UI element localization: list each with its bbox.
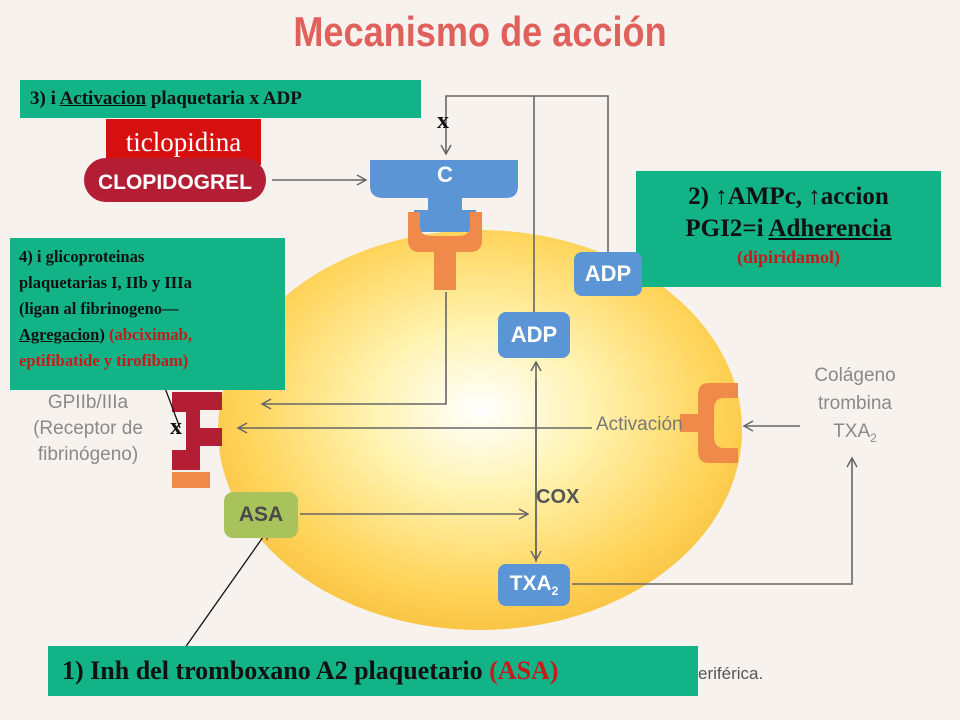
gp-receptor-label: GPIIb/IIIa (Receptor de fibrinógeno) [18, 390, 158, 468]
adp-outer-pill: ADP [574, 252, 642, 296]
arrow-adp-loop [440, 95, 609, 252]
receptor-c-shape [370, 160, 518, 222]
txa2-pill-main: TXA [509, 572, 552, 595]
txa2-pill-sub: 2 [551, 584, 559, 599]
box4-line4: Agregacion) (abciximab, [19, 322, 285, 348]
gp-label-line1: GPIIb/IIIa [47, 392, 129, 413]
gp-label-line3: fibrinógeno) [37, 444, 139, 465]
box4-line2: plaquetarias I, IIb y IIIa [19, 273, 192, 292]
page-title: Mecanismo de acción [293, 8, 667, 55]
block-mark-gp: x [170, 414, 182, 440]
annotation-box-4: 4) i glicoproteinas plaquetarias I, IIb … [10, 238, 285, 390]
ticlopidina-label: ticlopidina [106, 119, 261, 165]
arrow-box1-to-asa [181, 528, 269, 653]
receptor-gp-stub [172, 472, 210, 488]
arrow-txa2-loop [572, 456, 858, 585]
activacion-label: Activación [596, 414, 683, 435]
txa2-pill: TXA2 [498, 564, 570, 606]
agonist-trombina: trombina [818, 393, 892, 414]
box1-prefix: 1) Inh del tromboxano A2 plaquetario [62, 656, 490, 685]
agonist-colageno: Colágeno [814, 365, 896, 386]
box2-line2: PGI2=i Adherencia [636, 215, 941, 243]
platelet-cell [218, 230, 742, 630]
box2-drug: (dipiridamol) [736, 247, 840, 267]
block-mark-top: x [437, 108, 449, 134]
box3-suffix: plaquetaria x ADP [146, 88, 302, 109]
cox-label: COX [536, 486, 580, 508]
box4-drug-b: eptifibatide y tirofibam) [19, 351, 189, 370]
box1-drug: (ASA) [489, 656, 559, 685]
box4-line1: 4) i glicoproteinas [19, 247, 145, 266]
receptor-orange-right [680, 383, 738, 463]
box3-prefix: 3) i [30, 88, 60, 109]
box4-line3: (ligan al fibrinogeno— [19, 299, 179, 318]
box2-line2-prefix: PGI2=i [685, 215, 769, 242]
annotation-box-3: 3) i Activacion plaquetaria x ADP [20, 80, 421, 118]
adp-inner-pill: ADP [498, 312, 570, 358]
agonists-label: Colágeno trombina TXA2 [790, 362, 920, 452]
box2-line1: 2) ↑AMPc, ↑accion [688, 183, 889, 210]
gp-label-line2: (Receptor de [33, 418, 143, 439]
clopidogrel-pill: CLOPIDOGREL [84, 158, 266, 202]
agonist-txa2: TXA2 [790, 418, 920, 452]
caption-fragment: eriférica. [698, 664, 764, 683]
receptor-c-label: C [437, 162, 453, 187]
annotation-box-2: 2) ↑AMPc, ↑accion PGI2=i Adherencia (dip… [636, 171, 941, 287]
arrow-c-to-gp [260, 292, 447, 410]
agonist-txa2-main: TXA [833, 421, 871, 442]
box3-underlined: Activacion [59, 88, 147, 109]
asa-pill: ASA [224, 492, 298, 538]
box2-line2-underlined: Adherencia [768, 215, 892, 242]
annotation-box-1: 1) Inh del tromboxano A2 plaquetario (AS… [48, 646, 698, 696]
receptor-gp-shape [172, 392, 222, 470]
box4-drug-a: (abciximab, [108, 325, 192, 344]
box4-line4-rest: ) [99, 325, 109, 344]
receptor-c-stem [414, 210, 476, 232]
agonist-txa2-sub: 2 [870, 430, 877, 445]
box4-underlined: Agregacion [19, 325, 100, 344]
receptor-orange-top [408, 212, 482, 290]
